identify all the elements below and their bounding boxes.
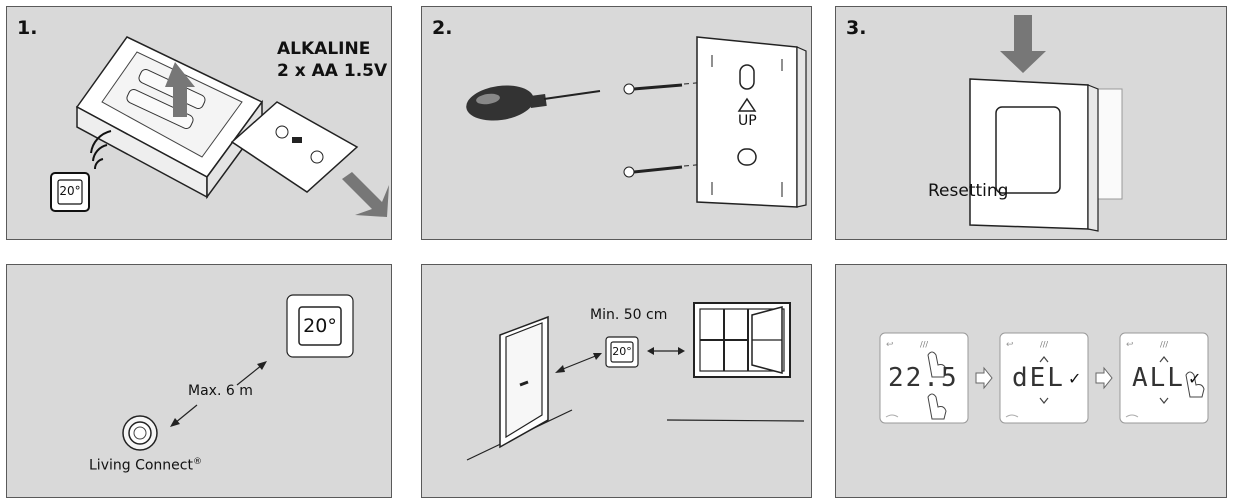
wireless-thermostat-icon: [50, 130, 112, 212]
thermostat-display: 20°: [612, 345, 632, 358]
reset-label: Resetting: [928, 181, 1009, 201]
panel-range: 20° Max. 6 m Living Connect®: [6, 264, 392, 498]
device-name: Living Connect: [89, 457, 193, 474]
battery-type-label: ALKALINE: [277, 39, 371, 59]
checkmark-icon: ✓: [1188, 369, 1202, 388]
max-distance-label: Max. 6 m: [188, 383, 253, 399]
living-connect-label: Living Connect®: [89, 457, 202, 474]
screen-value-3: ALL: [1132, 363, 1185, 393]
battery-illustration: [75, 36, 389, 217]
panel-step-1: 1. ALKALINE 2 x AA 1.5V 20°: [6, 6, 392, 240]
svg-text:↩: ↩: [886, 340, 894, 350]
display-sequence-illustration: ↩ ↩ ↩ /// /// ///: [879, 332, 1209, 424]
screen-value-1: 22.5: [888, 363, 959, 393]
panel-step-2: 2. UP: [421, 6, 812, 240]
svg-text:///: ///: [920, 340, 928, 349]
battery-spec-label: 2 x AA 1.5V: [277, 61, 388, 81]
svg-text:///: ///: [1160, 340, 1168, 349]
panel-step-3: 3. Resetting: [835, 6, 1227, 240]
placement-illustration: [466, 302, 805, 461]
panel-display-sequence: ↩ ↩ ↩ /// /// /// 22.5 dEL ✓ ALL ✓: [835, 264, 1227, 498]
range-illustration: [122, 294, 354, 451]
step-number: 1.: [17, 17, 38, 39]
checkmark-icon: ✓: [1068, 369, 1082, 388]
step-number: 3.: [846, 17, 867, 39]
svg-text:↩: ↩: [1006, 340, 1014, 350]
up-direction-label: UP: [738, 113, 757, 129]
min-distance-label: Min. 50 cm: [590, 307, 668, 323]
svg-text:///: ///: [1040, 340, 1048, 349]
panel-placement: Min. 50 cm 20°: [421, 264, 812, 498]
thermostat-display: 20°: [59, 184, 81, 198]
svg-text:↩: ↩: [1126, 340, 1134, 350]
wall-mount-illustration: [466, 36, 807, 208]
registered-mark: ®: [192, 457, 202, 467]
screen-value-2: dEL: [1012, 363, 1065, 393]
room-sensor-display: 20°: [303, 315, 337, 337]
reset-illustration: [969, 15, 1123, 232]
step-number: 2.: [432, 17, 453, 39]
